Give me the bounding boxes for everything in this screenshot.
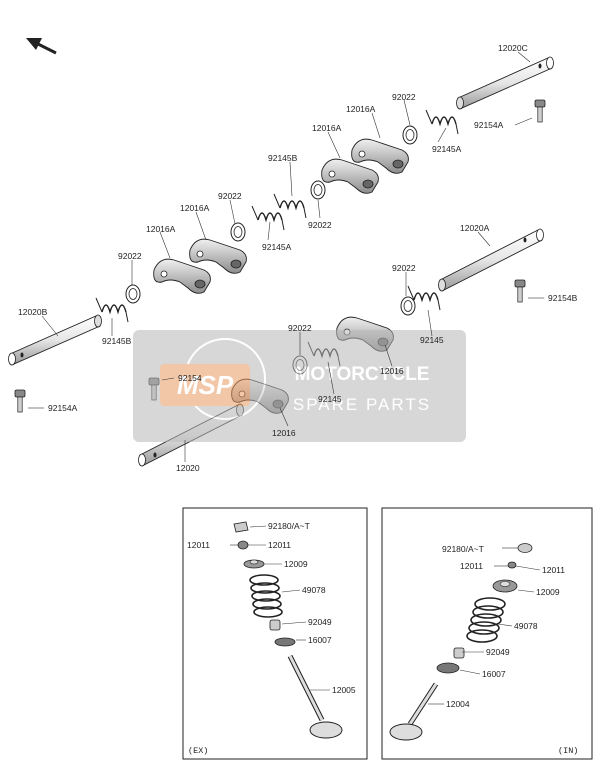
label-92154a-top: 92154A [474, 120, 504, 130]
in-label-12004: 12004 [446, 699, 470, 709]
washer-92022-a [402, 125, 418, 145]
label-92145a-top: 92145A [432, 144, 462, 154]
bolt-92154b [514, 279, 526, 303]
ex-label-16007: 16007 [308, 635, 332, 645]
rocker-arm-12016a-2 [321, 158, 379, 194]
rocker-shaft-12020b [8, 314, 102, 366]
label-12020a: 12020A [460, 223, 490, 233]
ex-tag: (EX) [188, 746, 208, 756]
washer-92022-c [230, 222, 246, 242]
label-92154: 92154 [178, 373, 202, 383]
washer-92022-b [310, 180, 326, 200]
ex-label-92049: 92049 [308, 617, 332, 627]
label-12016a-b: 12016A [312, 123, 342, 133]
direction-arrow-icon [26, 38, 57, 55]
label-92022-c: 92022 [218, 191, 242, 201]
label-92022-e: 92022 [392, 263, 416, 273]
label-92154a-left: 92154A [48, 403, 78, 413]
label-12020: 12020 [176, 463, 200, 473]
label-12016a-a: 12016A [346, 104, 376, 114]
bolt-92154a-left [14, 389, 26, 413]
label-92022-a: 92022 [392, 92, 416, 102]
label-12020c: 12020C [498, 43, 528, 53]
in-label-12009: 12009 [536, 587, 560, 597]
spring-92145b-mid [273, 193, 307, 219]
ex-label-12011-left: 12011 [187, 540, 210, 550]
rocker-shaft-12020c [456, 56, 554, 110]
in-label-92180: 92180/A~T [442, 544, 484, 554]
in-label-92049: 92049 [486, 647, 510, 657]
label-92154b: 92154B [548, 293, 578, 303]
label-12016a-d: 12016A [146, 224, 176, 234]
rocker-arm-12016a-4 [153, 258, 211, 294]
label-92145a-mid: 92145A [262, 242, 292, 252]
ex-label-49078: 49078 [302, 585, 326, 595]
watermark-logo: MSP [177, 370, 234, 400]
intake-valve-box [381, 507, 593, 760]
ex-label-12005: 12005 [332, 685, 356, 695]
watermark: MSP MOTORCYCLE SPARE PARTS [133, 330, 466, 442]
in-label-49078: 49078 [514, 621, 538, 631]
in-label-12011-right: 12011 [542, 565, 565, 575]
ex-label-12011-right: 12011 [268, 540, 291, 550]
label-92145b-left: 92145B [102, 336, 132, 346]
label-92145-center: 92145 [318, 394, 342, 404]
label-12020b: 12020B [18, 307, 48, 317]
in-tag: (IN) [558, 746, 578, 756]
watermark-sub: SPARE PARTS [293, 395, 431, 414]
ex-label-92180: 92180/A~T [268, 521, 310, 531]
bolt-92154a-top [534, 99, 546, 123]
label-92145-right: 92145 [420, 335, 444, 345]
label-92022-b: 92022 [308, 220, 332, 230]
spring-92145a-top [425, 109, 459, 135]
label-92145b-mid: 92145B [268, 153, 298, 163]
label-12016-right: 12016 [380, 366, 404, 376]
label-92022-f: 92022 [288, 323, 312, 333]
label-12016-center: 12016 [272, 428, 296, 438]
label-12016a-c: 12016A [180, 203, 210, 213]
in-label-16007: 16007 [482, 669, 506, 679]
leader-lines [28, 51, 544, 462]
watermark-brand: MOTORCYCLE [295, 364, 430, 385]
washer-92022-d [125, 284, 141, 304]
rocker-shaft-12020a [438, 228, 544, 292]
washer-92022-e [400, 296, 416, 316]
in-label-12011-left: 12011 [460, 561, 483, 571]
ex-label-12009: 12009 [284, 559, 308, 569]
spring-92145a-mid [251, 205, 285, 231]
label-92022-d: 92022 [118, 251, 142, 261]
